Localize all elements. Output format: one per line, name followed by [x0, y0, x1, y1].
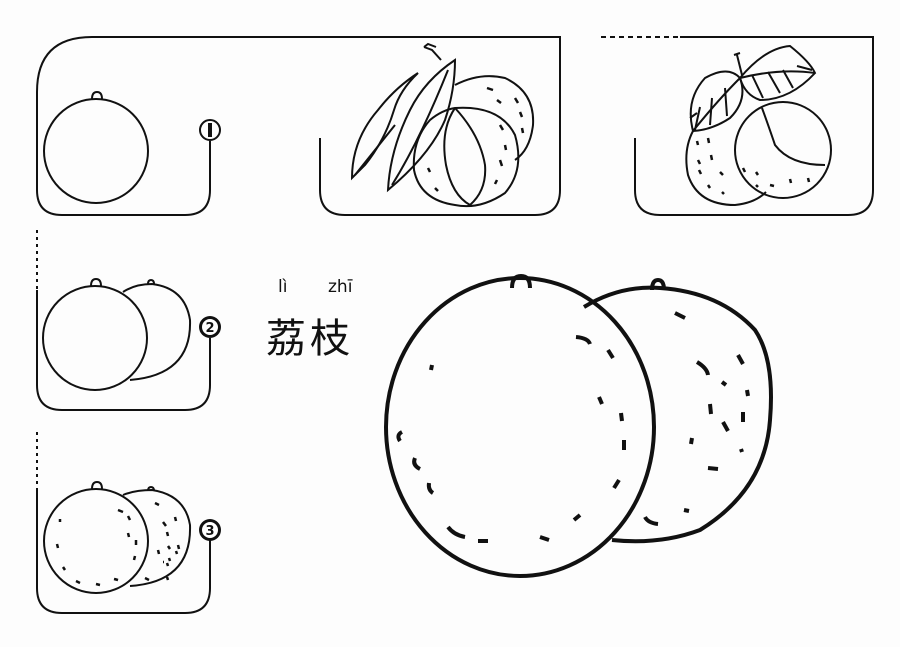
example-2-frame: [601, 36, 874, 216]
step-1-frame: [36, 36, 561, 216]
step-3-lychees: [43, 480, 192, 594]
svg-text:3: 3: [205, 524, 214, 539]
step-1-lychee: [43, 90, 149, 204]
pinyin-zhi: zhī: [328, 277, 353, 297]
example-lychee-with-veined-leaves: [685, 44, 832, 207]
step-1-badge: [199, 119, 221, 141]
large-lychee-illustration: [384, 273, 773, 578]
svg-text:2: 2: [205, 321, 214, 336]
step-3-frame: [36, 432, 211, 614]
step-2-lychees: [42, 277, 192, 391]
step-2-badge: 2: [199, 316, 221, 338]
step-2-frame: [36, 230, 211, 411]
hanzi-title: 荔枝: [266, 316, 354, 362]
pinyin-li: lì: [278, 277, 288, 297]
example-lychee-with-long-leaves: [350, 42, 535, 208]
step-3-badge: 3: [199, 519, 221, 541]
